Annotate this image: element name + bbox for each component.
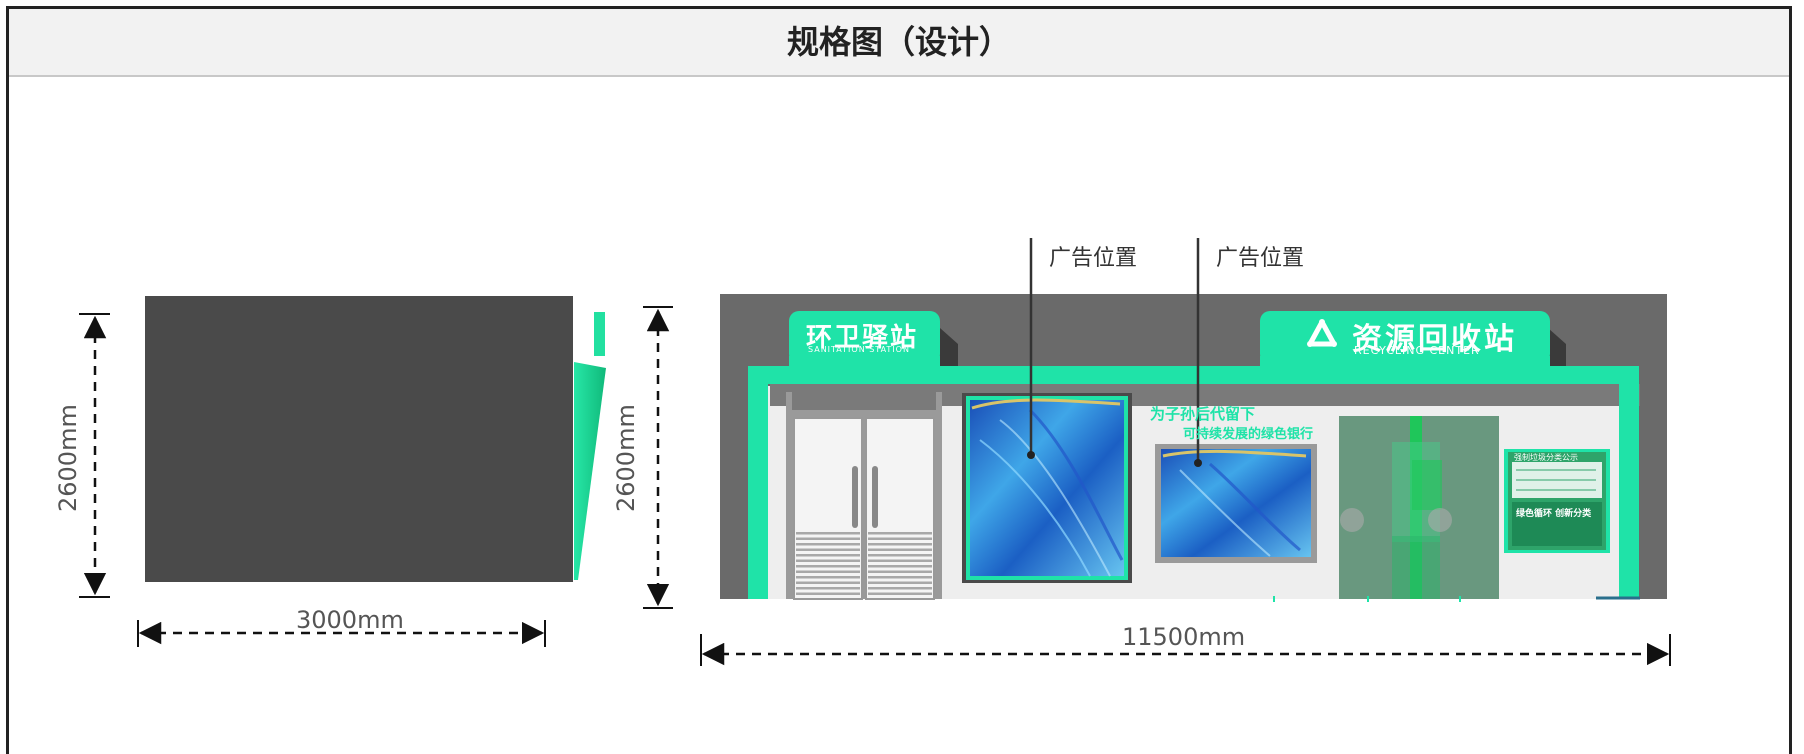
front-height-label: 2600mm [612, 404, 640, 512]
ad-leader-lines [1027, 238, 1202, 467]
vent-slat [796, 543, 860, 546]
green-frame-left [748, 366, 768, 599]
ad-position-label-2: 广告位置 [1216, 246, 1305, 271]
vent-slat [868, 570, 932, 573]
sign-sanitation-station [789, 311, 940, 364]
ad-screen-large [962, 393, 1132, 583]
vent-slat [796, 581, 860, 584]
page-title: 规格图（设计） [786, 23, 1011, 61]
vent-slat [796, 532, 860, 535]
vent-slat [868, 554, 932, 557]
vent-slat [868, 565, 932, 568]
sign-left-subtitle: SANITATION STATION [808, 345, 910, 354]
sign-left-title: 环卫驿站 [806, 323, 919, 353]
green-frame-right [1619, 366, 1639, 599]
front-height-dimension [643, 306, 673, 609]
info-board [1504, 449, 1610, 553]
vent-slat [796, 576, 860, 579]
vent-slat [868, 548, 932, 551]
front-door [786, 392, 942, 600]
vent-slat [868, 587, 932, 590]
vent-slat [796, 587, 860, 590]
side-width-dimension [137, 620, 546, 647]
side-width-label: 3000mm [296, 606, 404, 634]
front-width-dimension [700, 634, 1671, 666]
vent-slat [868, 581, 932, 584]
vent-slat [796, 548, 860, 551]
ad-position-label-1: 广告位置 [1049, 246, 1138, 271]
green-frame-top [748, 366, 1639, 384]
vent-slat [868, 559, 932, 562]
side-height-dimension [79, 313, 110, 598]
slogan-line-1: 为子孙后代留下 [1150, 405, 1256, 423]
side-view-green-panel [574, 362, 606, 580]
slogan-line-2: 可持续发展的绿色银行 [1183, 427, 1314, 442]
board-heading: 强制垃圾分类公示 [1514, 453, 1578, 462]
sign-recycling-center [1260, 311, 1550, 364]
vent-slat [868, 537, 932, 540]
vent-slat [868, 532, 932, 535]
drawing-frame [6, 6, 1792, 754]
board-motto: 绿色循环 创新分类 [1516, 509, 1592, 519]
side-view-sign-edge [594, 312, 605, 356]
recycling-machine-area [1339, 416, 1499, 599]
sign-right-title: 资源回收站 [1352, 322, 1517, 357]
ad-screen-small [1155, 444, 1317, 563]
side-view [145, 296, 606, 582]
vent-slat [796, 559, 860, 562]
vent-slat [868, 576, 932, 579]
vent-slat [796, 565, 860, 568]
vent-slat [796, 537, 860, 540]
vent-slat [796, 554, 860, 557]
vent-slat [868, 543, 932, 546]
vent-slat [868, 592, 932, 595]
side-height-label: 2600mm [54, 404, 82, 512]
recycle-icon [1307, 319, 1337, 347]
title-bar: 规格图（设计） [9, 9, 1789, 77]
vent-slat [796, 570, 860, 573]
vent-slat [796, 592, 860, 595]
side-view-body [145, 296, 573, 582]
front-width-label: 11500mm [1122, 623, 1246, 651]
front-view [720, 294, 1667, 602]
door-vents [796, 532, 932, 595]
sign-right-subtitle: RECYCLING CENTER [1354, 344, 1480, 357]
